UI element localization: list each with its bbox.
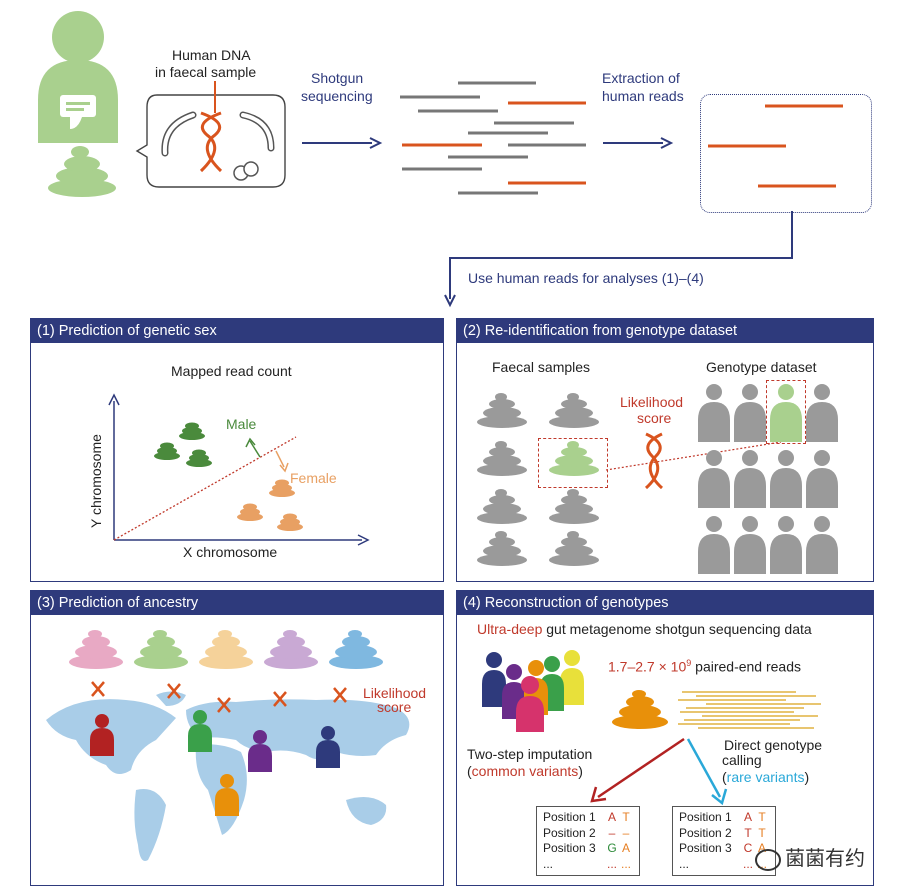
extract-label-2: human reads: [602, 88, 684, 104]
dna-label-2: in faecal sample: [155, 64, 257, 80]
person-icon: [38, 11, 118, 143]
dna-label-1: Human DNA: [172, 47, 251, 63]
allele-2: ...: [620, 856, 631, 871]
reads-count: 1.7–2.7 × 109 paired-end reads: [608, 658, 801, 675]
direct-label-1: Direct genotype: [724, 737, 823, 753]
link-line: [605, 432, 782, 490]
ancestry-stools: [69, 630, 383, 669]
shotgun-label-2: sequencing: [301, 88, 373, 104]
sex-plot: [108, 393, 370, 546]
allele-1: A: [743, 810, 752, 824]
metagenome-desc: Ultra-deep gut metagenome shotgun sequen…: [477, 621, 812, 637]
allele-1: G: [607, 841, 617, 855]
male-label: Male: [226, 416, 257, 432]
arrow-right-icon: [302, 137, 383, 149]
split-arrows: [590, 737, 728, 806]
position-label: ...: [543, 856, 554, 871]
stool-markers: [154, 422, 303, 531]
common-variants: common variants: [471, 763, 579, 779]
position-label: ...: [679, 856, 690, 871]
allele-1: C: [743, 841, 753, 855]
panel-genotype-reconstruction: (4) Reconstruction of genotypes: [456, 590, 874, 886]
ancestry-people: [90, 681, 347, 816]
human-reads: [708, 104, 843, 188]
position-label: Position 2: [679, 825, 732, 840]
reads-text: paired-end reads: [691, 658, 802, 675]
imputation-label-1: Two-step imputation: [467, 746, 593, 762]
allele-1: A: [607, 810, 616, 824]
y-axis-label: Y chromosome: [88, 434, 104, 528]
watermark-text: 菌菌有约: [785, 848, 865, 870]
extract-label-1: Extraction of: [602, 70, 680, 86]
arrow-down-icon: [444, 211, 793, 308]
paired-reads: [678, 691, 821, 729]
selected-sample-box: [538, 438, 608, 488]
imputation-label-2: (common variants): [467, 763, 583, 779]
sample-bubble: [135, 81, 286, 188]
panel-title: (4) Reconstruction of genotypes: [457, 591, 873, 615]
mapped-read-count: Mapped read count: [171, 363, 292, 379]
position-label: Position 1: [679, 810, 732, 824]
allele-1: –: [608, 825, 616, 840]
direct-label-3: (rare variants): [722, 769, 810, 785]
use-reads-label: Use human reads for analyses (1)–(4): [468, 270, 704, 286]
sample-stool: [612, 690, 668, 729]
allele-2: A: [621, 841, 630, 855]
genotype-people-grid: [698, 384, 838, 574]
genotype-dataset-label: Genotype dataset: [706, 359, 817, 375]
panel-title: (1) Prediction of genetic sex: [31, 319, 443, 343]
ancestry-likelihood-2: score: [377, 699, 412, 715]
panel-reidentification: (2) Re-identification from genotype data…: [456, 318, 874, 582]
allele-2: A: [757, 841, 766, 855]
table-row: Position 2––: [543, 826, 633, 842]
cohort-people: [482, 650, 584, 732]
ancestry-likelihood-1: Likelihood: [363, 685, 427, 701]
shotgun-label-1: Shotgun: [311, 70, 364, 86]
x-axis-label: X chromosome: [183, 544, 278, 560]
likelihood-label-2: score: [637, 410, 672, 426]
direct-label-2: calling: [722, 752, 762, 768]
allele-1: T: [744, 825, 752, 840]
wechat-icon: [755, 848, 781, 871]
matched-person-box: [766, 380, 806, 444]
reads-exponent: 9: [686, 658, 692, 668]
position-label: Position 3: [679, 841, 732, 855]
stool-icon: [48, 146, 116, 197]
sequencing-reads: [400, 81, 586, 195]
position-label: Position 1: [543, 810, 596, 824]
desc-text: gut metagenome shotgun sequencing data: [542, 621, 812, 637]
female-label: Female: [290, 470, 337, 486]
table-row: .........: [543, 857, 633, 873]
panel-title: (3) Prediction of ancestry: [31, 591, 443, 615]
faecal-sample-grid: [477, 393, 599, 566]
allele-1: ...: [606, 856, 617, 871]
position-label: Position 3: [543, 841, 596, 855]
allele-2: T: [758, 825, 766, 840]
position-label: Position 2: [543, 825, 596, 840]
human-reads-box: [700, 94, 872, 213]
allele-2: T: [758, 810, 766, 824]
likelihood-label-1: Likelihood: [620, 394, 684, 410]
allele-2: T: [622, 810, 630, 824]
panel-title: (2) Re-identification from genotype data…: [457, 319, 873, 343]
allele-2: –: [622, 825, 630, 840]
faecal-samples-label: Faecal samples: [492, 359, 591, 375]
watermark: 菌菌有约: [755, 842, 865, 871]
ultra-deep-label: Ultra-deep: [477, 621, 543, 637]
arrow-right-icon-2: [603, 137, 674, 149]
rare-variants: rare variants: [726, 769, 805, 785]
reads-number: 1.7–2.7 × 10: [608, 658, 687, 675]
allele-1: ...: [742, 856, 753, 871]
panel-genetic-sex: (1) Prediction of genetic sex: [30, 318, 444, 582]
